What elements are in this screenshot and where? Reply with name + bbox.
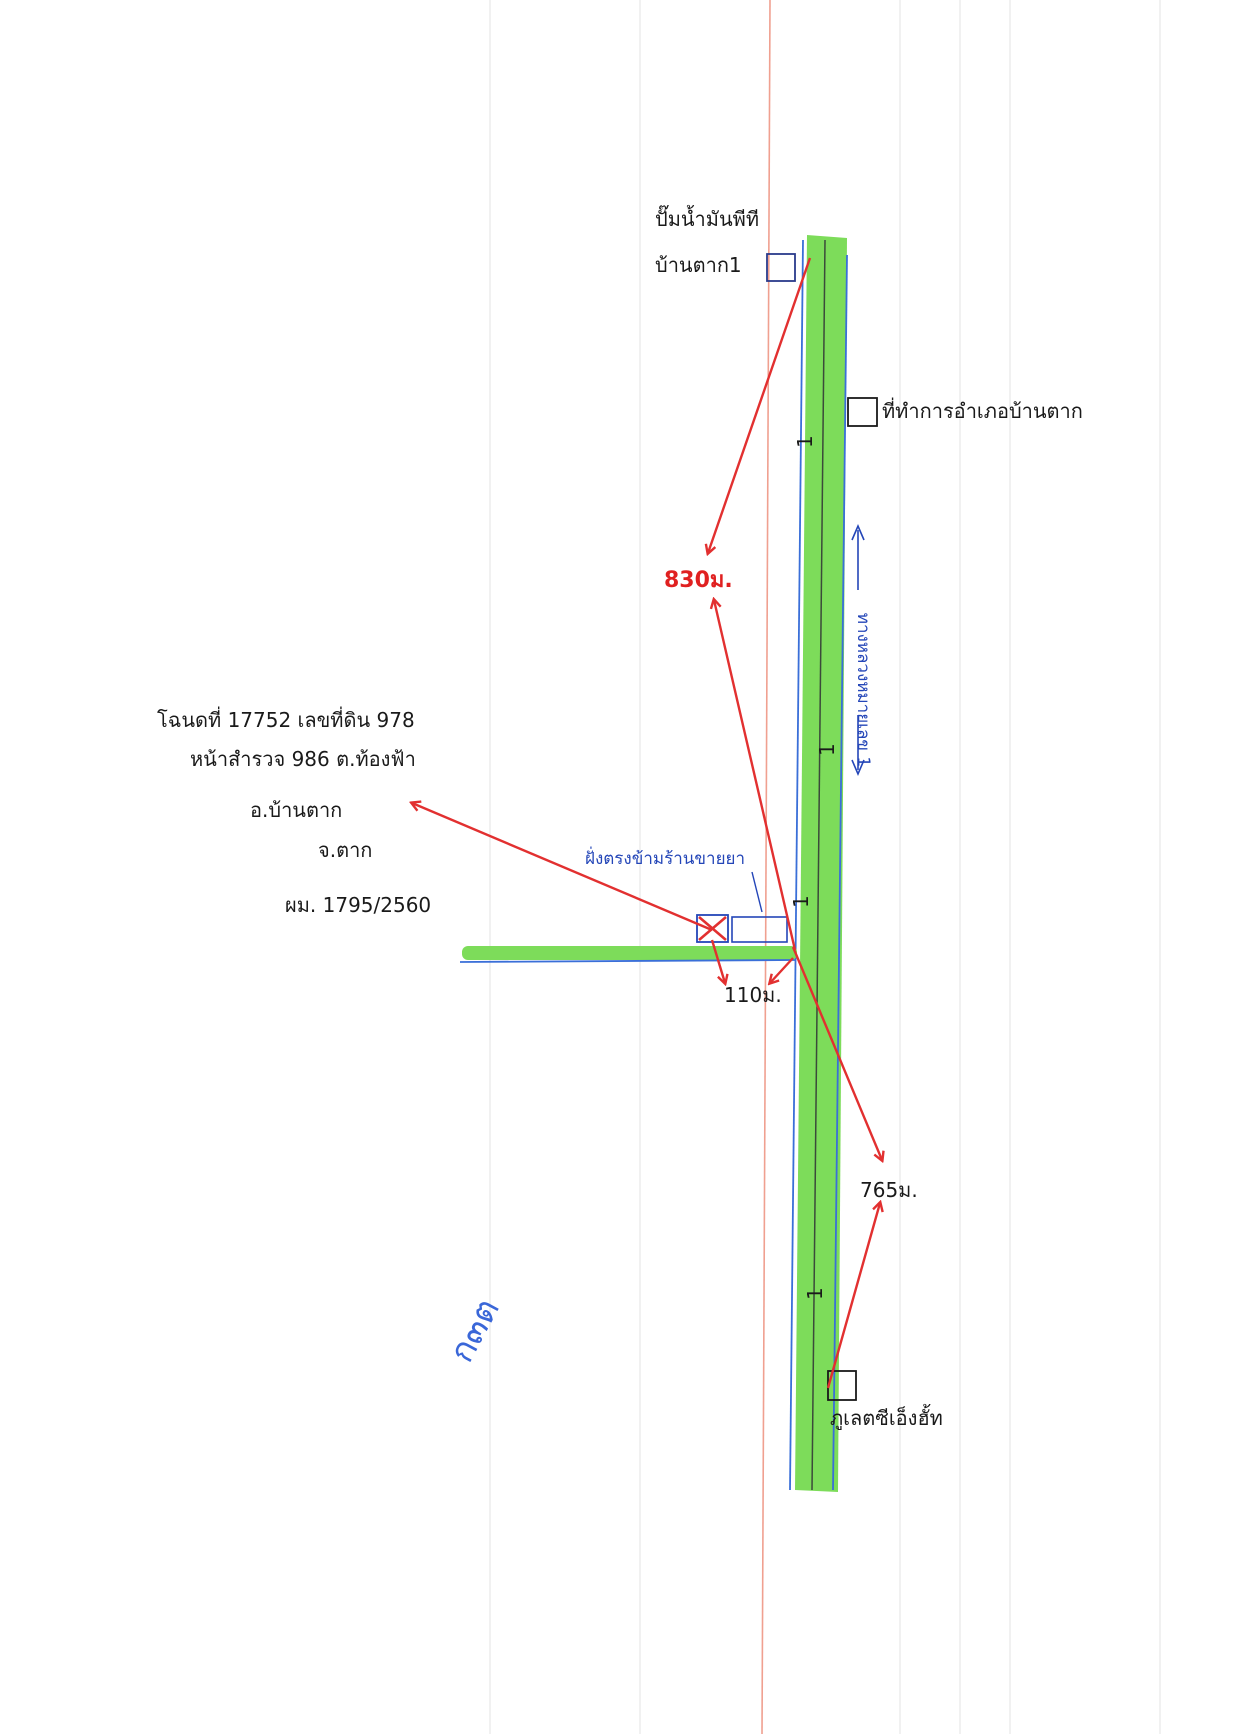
road-marker: 1 <box>803 1287 827 1300</box>
paper-texture <box>489 0 1161 1734</box>
road-name: ทางหลวงหมายเลข 1 <box>853 613 873 768</box>
deed-line2: หน้าสำรวจ 986 ต.ท้องฟ้า <box>190 747 416 771</box>
distance-junction-label: 110ม. <box>724 983 782 1007</box>
side-road <box>459 946 797 963</box>
road-marker: 1 <box>793 435 817 448</box>
deed-line5: ผม. 1795/2560 <box>285 893 431 917</box>
distance-north-label: 830ม. <box>664 568 733 593</box>
deed-info: โฉนดที่ 17752 เลขที่ดิน 978 หน้าสำรวจ 98… <box>157 706 431 917</box>
deed-line4: จ.ตาก <box>318 838 372 862</box>
margin-line <box>761 0 771 1734</box>
distance-arrows <box>412 257 882 1389</box>
road-markers: 1 1 1 1 <box>789 435 839 1300</box>
pharmacy-box <box>731 916 788 943</box>
gas-station-box <box>766 253 796 282</box>
plot-note-pointer <box>751 871 763 913</box>
school-label: ภูเลตซีเอ็งฮั้ท <box>830 1404 943 1431</box>
road-marker: 1 <box>815 743 839 756</box>
signature: ก๓ต <box>442 1292 508 1369</box>
road-name-annotation: ทางหลวงหมายเลข 1 <box>851 523 873 777</box>
road-marker: 1 <box>789 895 813 908</box>
main-road <box>789 235 848 1492</box>
district-office-label: ที่ทำการอำเภอบ้านตาก <box>882 397 1083 423</box>
gas-station-label-line1: ปั๊มน้ำมันพีที <box>655 204 759 231</box>
deed-line3: อ.บ้านตาก <box>250 798 342 822</box>
district-office-box <box>847 397 878 427</box>
gas-station-label-line2: บ้านตาก1 <box>655 253 742 277</box>
plot-note: ฝั่งตรงข้ามร้านขายยา <box>585 846 745 869</box>
plot-marker <box>696 914 729 943</box>
deed-line1: โฉนดที่ 17752 เลขที่ดิน 978 <box>157 706 415 732</box>
distance-south-label: 765ม. <box>860 1178 918 1202</box>
